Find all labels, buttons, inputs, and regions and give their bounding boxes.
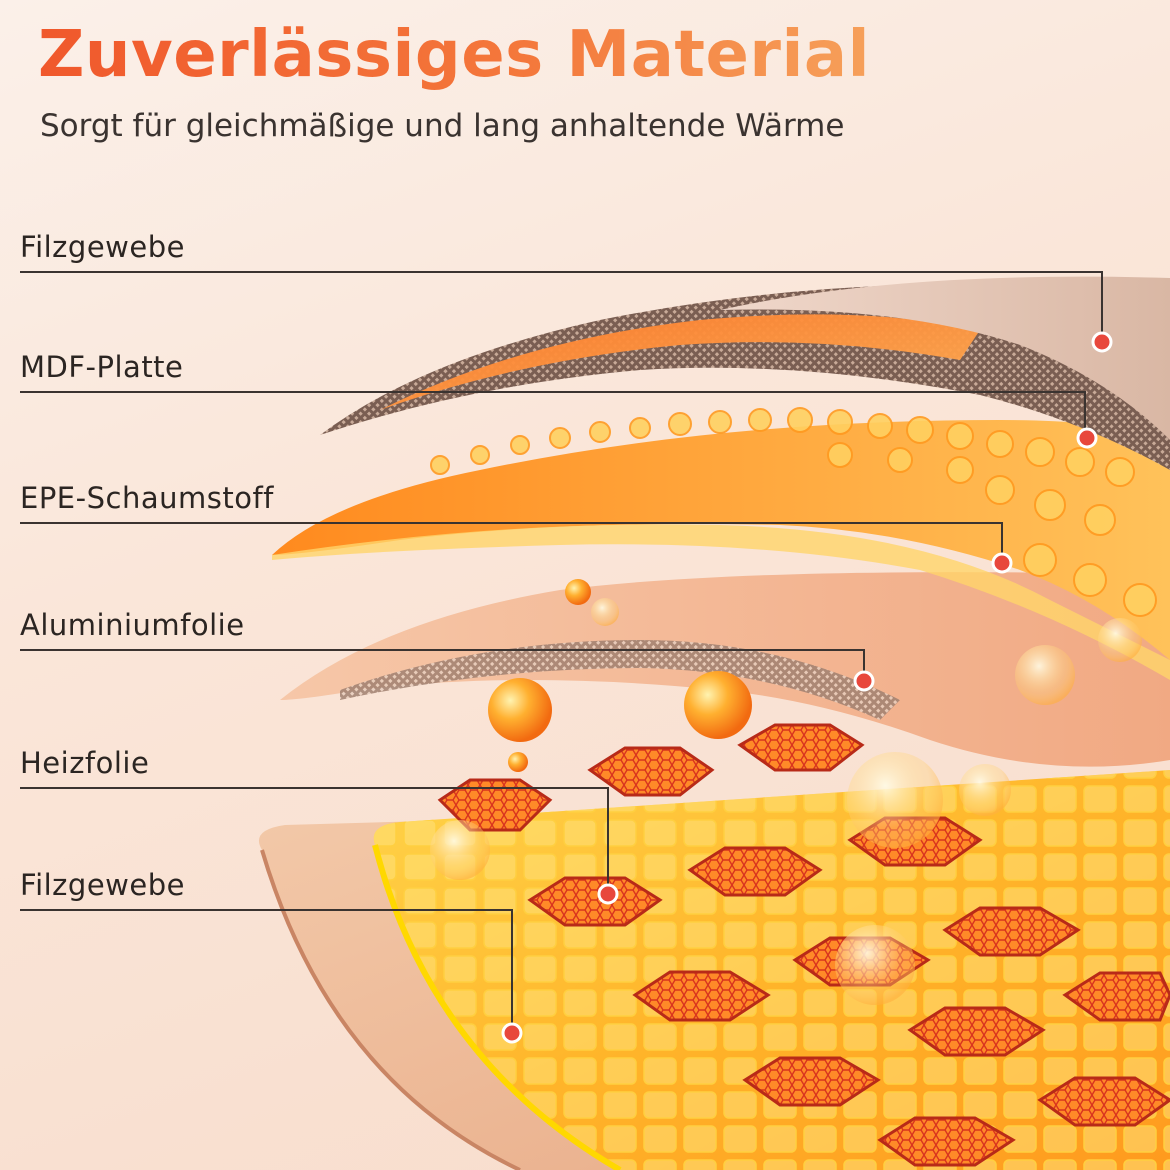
page-subtitle: Sorgt für gleichmäßige und lang anhalten… [40,108,845,144]
leader-lines [20,271,1103,1032]
heat-bubbles [430,579,1142,1005]
layer-label-aluminium: Aluminiumfolie [20,608,245,642]
layer-label-heating-film: Heizfolie [20,746,150,780]
top-felt-layer [720,276,1170,440]
epe-foam-layer [272,420,1170,660]
layer-label-mdf: MDF-Platte [20,350,184,384]
page-title: Zuverlässiges Material [38,18,870,92]
epe-bubbles [430,407,1157,617]
marker-dots [501,331,1113,1044]
layer-label-epe-foam: EPE-Schaumstoff [20,481,274,515]
layer-label-top-felt: Filzgewebe [20,230,185,264]
layer-label-bottom-felt: Filzgewebe [20,868,185,902]
